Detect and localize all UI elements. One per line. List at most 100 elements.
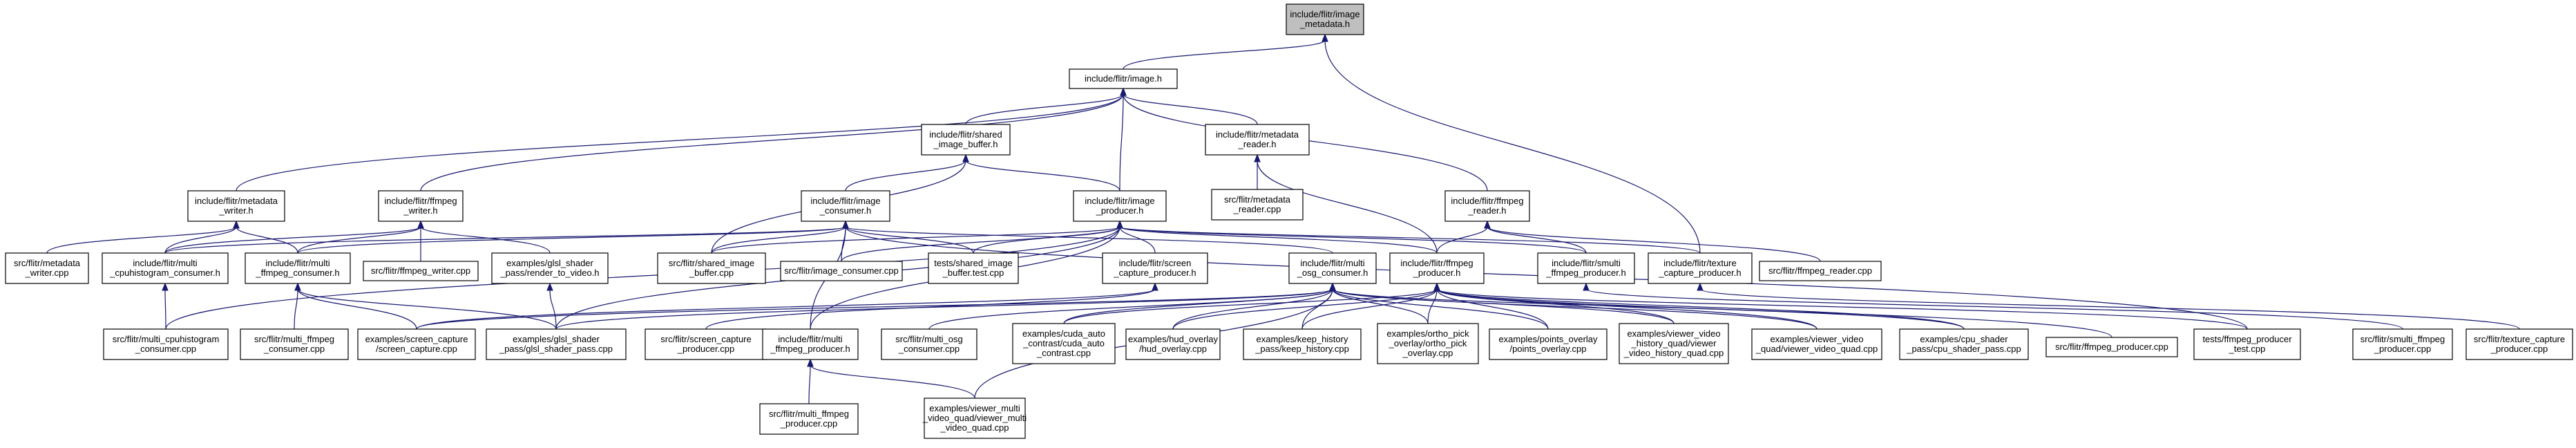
file-node-ffmpeg-reader-h[interactable]: include/flitr/ffmpeg_reader.h [1444,190,1530,222]
file-node-keep-history[interactable]: examples/keep_history_pass/keep_history.… [1243,328,1362,360]
node-box [103,328,229,360]
node-label-line: _ffmpeg_producer.h [1545,268,1625,278]
node-box [1389,252,1485,284]
node-label-line: _buffer.cpp [689,268,734,278]
file-node-points-overlay[interactable]: examples/points_overlay/points_overlay.c… [1489,328,1607,360]
file-node-image-consumer-cpp[interactable]: src/flitr/image_consumer.cpp [780,261,903,281]
node-label-line: examples/cpu_shader [1920,334,2008,344]
file-node-multi-ffmpeg-producer-h[interactable]: include/flitr/multi_ffmpeg_producer.h [762,328,859,360]
node-label-line: _reader.h [1238,139,1277,149]
file-node-image-consumer-h[interactable]: include/flitr/image_consumer.h [801,190,890,222]
dependency-edge [416,288,1333,330]
graph-nodes: include/flitr/image_metadata.h include/fl… [5,3,2573,439]
file-node-shared-image-buffer-h[interactable]: include/flitr/shared_image_buffer.h [921,124,1011,156]
file-node-viewer-video-history-quad[interactable]: examples/viewer_video_history_quad/viewe… [1619,323,1729,364]
file-node-viewer-video-quad[interactable]: examples/viewer_video_quad/viewer_video_… [1751,328,1882,360]
node-label-line: _video_history_quad.cpp [1623,348,1724,358]
node-box [1069,68,1178,89]
node-label-line: _contrast/cuda_auto [1022,338,1105,348]
arrowhead [807,358,814,367]
node-label-line: _image_buffer.h [933,139,998,149]
file-node-smulti-ffmpeg-producer-h[interactable]: include/flitr/smulti_ffmpeg_producer.h [1537,252,1635,284]
file-node-screen-capture-producer-h[interactable]: include/flitr/screen_capture_producer.h [1102,252,1208,284]
node-label-line: _history_quad/viewer [1631,338,1717,348]
node-box [1759,261,1882,281]
dependency-edge [1332,288,1549,330]
dependency-edge [1487,226,1587,254]
node-label-line: include/flitr/multi [1300,258,1364,268]
file-node-ffmpeg-producer-h[interactable]: include/flitr/ffmpeg_producer.h [1389,252,1485,284]
node-label-line: _consumer.cpp [135,344,196,354]
arrowhead [1254,153,1261,162]
file-node-viewer-multi-video-quad[interactable]: examples/viewer_multi_video_quad/viewer_… [922,398,1027,439]
file-node-texture-capture-producer-h[interactable]: include/flitr/texture_capture_producer.h [1648,252,1753,284]
dependency-edge [845,226,1333,254]
node-label-line: include/flitr/ffmpeg [1400,258,1473,268]
dependency-edge [1119,226,1438,254]
node-box [363,261,479,281]
node-box [657,252,766,284]
file-node-ffmpeg-writer-h[interactable]: include/flitr/ffmpeg_writer.h [378,190,464,222]
file-node-shared-image-buffer-cpp[interactable]: src/flitr/shared_image_buffer.cpp [657,252,766,284]
file-node-glsl-shader-pass-cpp[interactable]: examples/glsl_shader_pass/glsl_shader_pa… [486,328,627,360]
node-label-line: /hud_overlay.cpp [1139,344,1207,354]
dependency-edge [1487,226,1821,262]
node-label-line: include/flitr/image [1085,196,1154,206]
node-box [486,328,627,360]
file-node-image-h[interactable]: include/flitr/image.h [1069,68,1178,89]
file-node-smulti-ffmpeg-producer-cpp[interactable]: src/flitr/smulti_ffmpeg_producer.cpp [2352,328,2453,360]
arrowhead [1152,282,1158,291]
file-node-screen-capture-producer-cpp[interactable]: src/flitr/screen_capture_producer.cpp [645,328,767,360]
file-node-multi-ffmpeg-consumer-cpp[interactable]: src/flitr/multi_ffmpeg_consumer.cpp [240,328,349,360]
dependency-edge [1119,93,1124,192]
file-node-ffmpeg-reader-cpp[interactable]: src/flitr/ffmpeg_reader.cpp [1759,261,1882,281]
file-node-multi-ffmpeg-producer-cpp[interactable]: src/flitr/multi_ffmpeg_producer.cpp [759,403,859,435]
node-label-line: _pass/keep_history.cpp [1254,344,1349,354]
file-node-ortho-pick-overlay[interactable]: examples/ortho_pick_overlay/ortho_pick_o… [1377,323,1479,364]
node-box [1073,190,1167,222]
dependency-edge [1172,288,1438,330]
file-node-root[interactable]: include/flitr/image_metadata.h [1286,3,1364,35]
node-label-line: _producer.h [1096,205,1144,216]
dependency-edge [1585,288,2403,330]
node-box [5,252,89,284]
dependency-edge [1699,288,2520,330]
file-node-multi-osg-consumer-h[interactable]: include/flitr/multi_osg_consumer.h [1288,252,1377,284]
file-node-ffmpeg-writer-cpp[interactable]: src/flitr/ffmpeg_writer.cpp [363,261,479,281]
node-label-line: examples/glsl_shader [513,334,600,344]
file-node-multi-osg-consumer-cpp[interactable]: src/flitr/multi_osg_consumer.cpp [881,328,977,360]
node-label-line: examples/cuda_auto [1022,328,1105,339]
file-node-hud-overlay[interactable]: examples/hud_overlay/hud_overlay.cpp [1125,328,1221,360]
file-node-metadata-reader-h[interactable]: include/flitr/metadata_reader.h [1205,124,1310,156]
file-node-metadata-writer-cpp[interactable]: src/flitr/metadata_writer.cpp [5,252,89,284]
arrowhead [294,282,301,291]
node-label-line: examples/viewer_video [1627,328,1720,339]
arrowhead [1322,33,1328,42]
file-node-ffmpeg-producer-test[interactable]: tests/ffmpeg_producer_test.cpp [2193,328,2301,360]
node-label-line: examples/keep_history [1257,334,1348,344]
file-node-multi-cpuhistogram-consumer-h[interactable]: include/flitr/multi_cpuhistogram_consume… [102,252,229,284]
node-label-line: _cpuhistogram_consumer.h [109,268,220,278]
file-node-multi-cpuhistogram-consumer-cpp[interactable]: src/flitr/multi_cpuhistogram_consumer.cp… [103,328,229,360]
arrowhead [1484,220,1491,229]
node-label-line: include/flitr/ffmpeg [384,196,457,206]
node-box [1751,328,1882,360]
node-label-line: _capture_producer.h [1658,268,1741,278]
dependency-edge [1436,288,2112,338]
arrowhead [1120,87,1127,96]
file-node-metadata-reader-cpp[interactable]: src/flitr/metadata_reader.cpp [1211,189,1304,221]
node-label-line: src/flitr/screen_capture [660,334,752,344]
file-node-image-producer-h[interactable]: include/flitr/image_producer.h [1073,190,1167,222]
file-node-multi-ffmpeg-consumer-h[interactable]: include/flitr/multi_ffmpeg_consumer.h [245,252,351,284]
file-node-cpu-shader-pass[interactable]: examples/cpu_shader_pass/cpu_shader_pass… [1899,328,2029,360]
file-node-render-to-video[interactable]: examples/glsl_shader_pass/render_to_vide… [491,252,609,284]
dependency-edge [1436,288,1965,330]
file-node-metadata-writer-h[interactable]: include/flitr/metadata_writer.h [187,190,285,222]
file-node-texture-capture-producer-cpp[interactable]: src/flitr/texture_capture_producer.cpp [2465,328,2573,360]
file-node-cuda-auto-contrast[interactable]: examples/cuda_auto_contrast/cuda_auto_co… [1012,323,1116,364]
file-node-ffmpeg-producer-cpp[interactable]: src/flitr/ffmpeg_producer.cpp [2045,337,2178,357]
node-label-line: _video_quad/viewer_multi [922,413,1027,423]
node-label-line: include/flitr/screen [1119,258,1192,268]
file-node-screen-capture-cpp[interactable]: examples/screen_capture/screen_capture.c… [357,328,476,360]
file-node-shared-image-buffer-test[interactable]: tests/shared_image_buffer.test.cpp [928,252,1019,284]
